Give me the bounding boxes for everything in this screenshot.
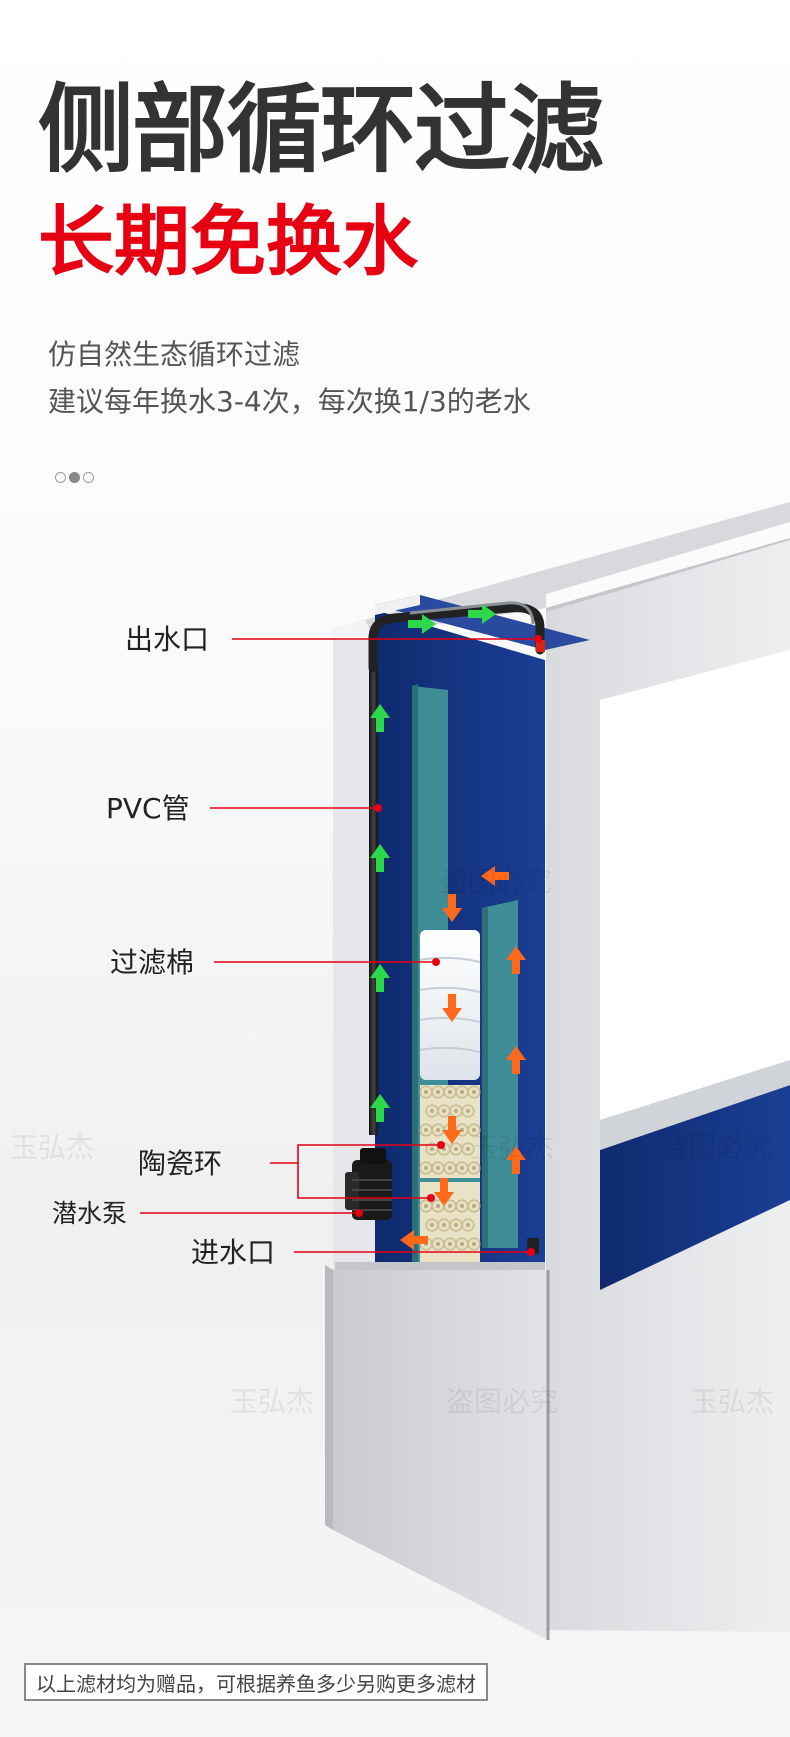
tank-back-panel [600,1085,790,1290]
ceramic-ring-hole [471,1241,477,1247]
ceramic-ring-hole [459,1203,465,1209]
carousel-dot-active[interactable] [69,472,80,483]
ceramic-ring-hole [465,1146,471,1152]
ceramic-ring-hole [471,1165,477,1171]
label-filter-cotton: 过滤棉 [110,946,195,979]
ceramic-ring-hole [453,1108,459,1114]
ceramic-ring-hole [447,1241,453,1247]
carousel-dot[interactable] [83,472,94,483]
flow-arrow-up-icon [506,1146,526,1174]
flow-arrow-down-icon [442,1116,462,1144]
ceramic-ring-hole [441,1108,447,1114]
ceramic-ring-hole [459,1241,465,1247]
ceramic-ring-hole [429,1108,435,1114]
ceramic-ring-hole [423,1203,429,1209]
label-pvc-pipe: PVC管 [106,792,190,825]
ceramic-ring-hole [465,1222,471,1228]
flow-arrow-left-icon [481,866,509,886]
label-outlet: 出水口 [125,623,210,656]
flow-arrow-down-icon [442,994,462,1022]
flow-arrow-right-icon [408,614,436,634]
flow-arrow-up-icon [370,1094,390,1122]
carousel-dot[interactable] [55,472,66,483]
front-post [333,628,375,1270]
front-wall [333,1270,548,1640]
description-line-2: 建议每年换水3-4次，每次换1/3的老水 [48,385,531,418]
ceramic-ring-hole [423,1127,429,1133]
ceramic-ring-hole [453,1146,459,1152]
flow-arrow-down-icon [442,894,462,922]
sub-headline: 长期免换水 [38,197,418,286]
flow-arrow-down-icon [434,1178,454,1206]
submersible-pump [345,1148,392,1220]
ceramic-ring-hole [423,1165,429,1171]
ceramic-ring-hole [459,1089,465,1095]
ceramic-ring-hole [429,1146,435,1152]
flow-arrow-up-icon [370,964,390,992]
ceramic-ring-hole [441,1222,447,1228]
ceramic-ring-hole [429,1222,435,1228]
label-ceramic-rings: 陶瓷环 [138,1147,223,1180]
flow-arrow-right-icon [468,604,496,624]
ceramic-ring-hole [435,1089,441,1095]
ceramic-ring-hole [465,1108,471,1114]
ceramic-ring-hole [423,1089,429,1095]
flow-arrow-up-icon [370,844,390,872]
label-submersible-pump: 潜水泵 [52,1199,128,1228]
flow-arrow-up-icon [370,704,390,732]
baffle-right [482,900,518,1248]
ceramic-ring-hole [435,1165,441,1171]
leader-lines [140,638,538,1253]
ceramic-ring-hole [453,1222,459,1228]
ceramic-ring-hole [435,1203,441,1209]
headline: 侧部循环过滤 [38,74,604,186]
ceramic-ring-hole [471,1127,477,1133]
ceramic-ring-hole [435,1127,441,1133]
flow-arrow-up-icon [506,946,526,974]
ceramic-ring-hole [447,1203,453,1209]
pvc-pipe [368,601,545,1135]
carousel-indicator[interactable] [55,472,94,483]
ceramic-ring-hole [471,1089,477,1095]
ceramic-ring-hole [471,1203,477,1209]
ceramic-ring-hole [447,1089,453,1095]
description-line-1: 仿自然生态循环过滤 [48,338,301,371]
label-inlet: 进水口 [191,1236,276,1269]
flow-arrows-filter [400,866,526,1250]
flow-arrow-left-icon [400,1230,428,1250]
footer-note: 以上滤材均为赠品，可根据养鱼多少另购更多滤材 [24,1663,488,1701]
ceramic-rings [419,1085,481,1265]
ceramic-ring-hole [447,1165,453,1171]
ceramic-ring-hole [459,1165,465,1171]
flow-arrows-up [370,604,496,1122]
leader-dots [355,635,542,1256]
flow-arrow-up-icon [506,1046,526,1074]
ceramic-ring-hole [435,1241,441,1247]
